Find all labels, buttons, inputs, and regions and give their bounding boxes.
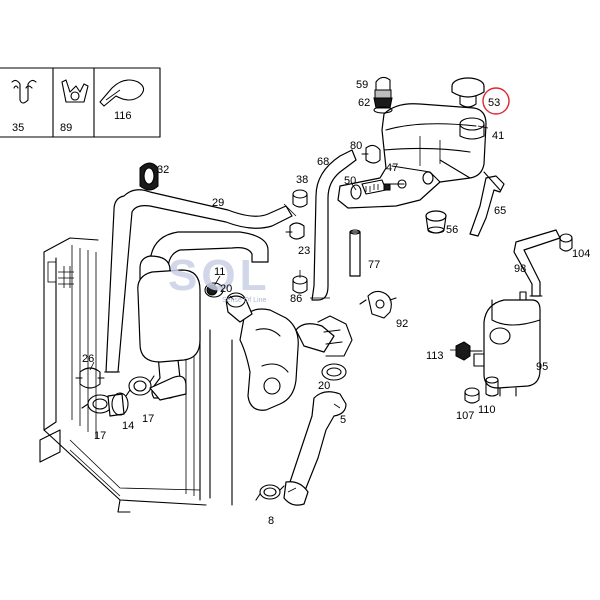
legend-label-35: 35 (12, 122, 24, 134)
pipe-77 (349, 229, 361, 277)
callout-label: 59 (356, 79, 368, 91)
ring-47 (422, 171, 434, 185)
callout-label: 14 (122, 420, 134, 432)
hose-29 (104, 189, 297, 373)
hose-lower-left (149, 375, 187, 401)
clip-26 (75, 367, 105, 389)
pipe-98 (513, 229, 561, 297)
callout-label: 86 (290, 293, 302, 305)
callout-label: 8 (268, 515, 274, 527)
clip-32 (139, 162, 159, 191)
callout-label: 95 (536, 361, 548, 373)
fitting-47 (361, 179, 407, 195)
leader-lines (89, 125, 489, 493)
callout-label: 38 (296, 174, 308, 186)
callout-label: 17 (94, 430, 106, 442)
sensor-59 (373, 76, 393, 114)
callout-label: 104 (572, 248, 590, 260)
callout-label: 53 (488, 97, 500, 109)
pump-housing (204, 282, 353, 506)
callout-label: 65 (494, 205, 506, 217)
callout-label: 20 (318, 380, 330, 392)
callout-label: 68 (317, 156, 329, 168)
watermark-text: SOL (168, 251, 270, 300)
clip-u-icon (11, 79, 37, 104)
cap-53 (451, 77, 485, 108)
callout-label: 77 (368, 259, 380, 271)
radiator (39, 237, 233, 513)
bolt-113 (455, 341, 483, 361)
callout-label: 92 (396, 318, 408, 330)
callout-label: 41 (492, 130, 504, 142)
callout-labels: 59 62 53 41 80 47 68 32 38 50 65 29 23 56 104 77 98 11 20 8… (82, 79, 590, 527)
callout-label: 47 (386, 162, 398, 174)
callout-label: 62 (358, 97, 370, 109)
cable-tie-icon (99, 79, 145, 107)
callout-label: 50 (344, 175, 356, 187)
clip-23 (285, 222, 305, 240)
hose-65 (469, 171, 505, 237)
callout-label: 5 (340, 414, 346, 426)
clip-double-icon (61, 79, 89, 103)
callout-label: 29 (212, 197, 224, 209)
highlight-circle (482, 87, 510, 115)
spacer-110 (485, 376, 499, 397)
callout-label: 11 (214, 266, 225, 278)
grommet-38 (292, 189, 308, 208)
callout-label: 17 (142, 413, 154, 425)
clip-80 (361, 144, 381, 164)
callout-label: 107 (456, 410, 474, 422)
legend-box: 35 89 116 (0, 67, 161, 138)
expansion-tank (337, 103, 487, 209)
callout-label: 23 (298, 245, 310, 257)
callout-label: 113 (426, 350, 444, 362)
grommet-107 (464, 387, 480, 404)
legend-label-116: 116 (114, 110, 132, 122)
nut-50 (350, 184, 362, 200)
callout-label: 32 (157, 164, 169, 176)
callout-label: 80 (350, 140, 362, 152)
watermark-subtext: Sense Of Line (222, 297, 266, 304)
watermark-logo: SOL Sense Of Line (168, 251, 270, 304)
callout-label: 110 (478, 404, 496, 416)
clamp-17-right (125, 375, 155, 397)
reservoir-95 (473, 291, 541, 397)
grommet-104 (559, 233, 573, 252)
hose-68 (310, 149, 357, 301)
callout-label: 98 (514, 263, 526, 275)
clip-92 (359, 290, 397, 319)
coupling-14 (107, 392, 129, 417)
grommet-86 (292, 275, 308, 294)
hose-11 (137, 231, 269, 399)
callout-label: 20 (220, 283, 232, 295)
legend-label-89: 89 (60, 122, 72, 134)
callout-label: 56 (446, 224, 458, 236)
mount-56 (425, 210, 447, 234)
callout-label: 26 (82, 353, 94, 365)
